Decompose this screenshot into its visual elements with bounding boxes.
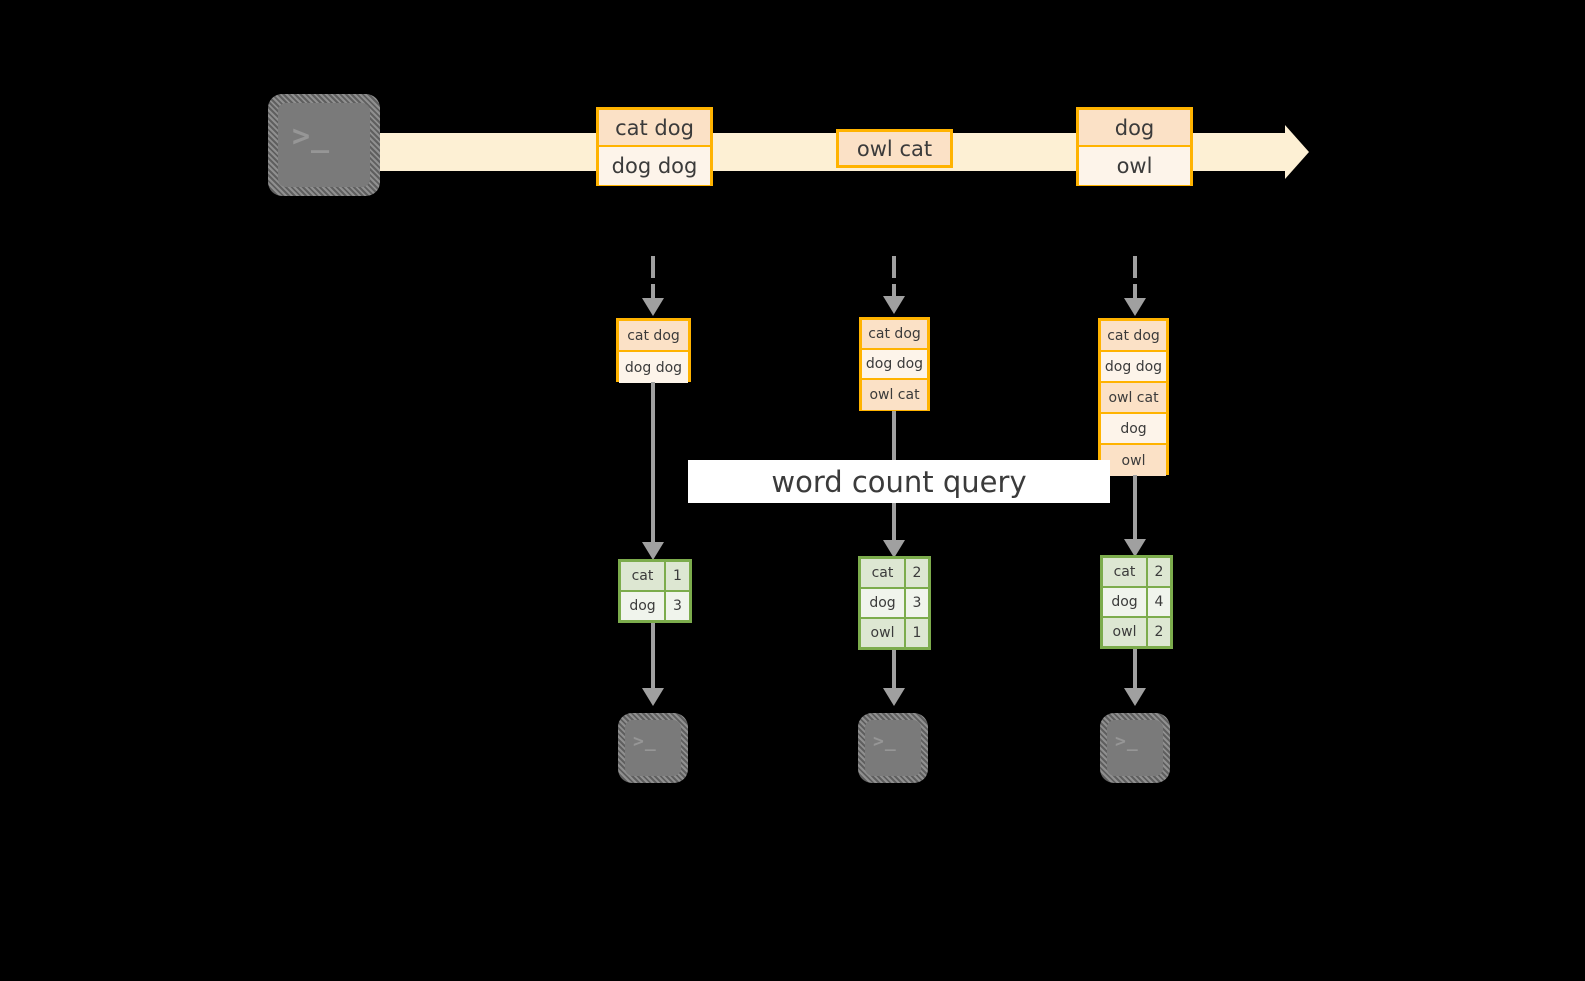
result-word: dog bbox=[621, 592, 666, 620]
accumulated-line: dog bbox=[1101, 414, 1166, 445]
terminal-body bbox=[625, 720, 681, 776]
snapshot-1-dashed-arrowhead bbox=[642, 298, 664, 316]
snapshot-1-dashed-shaft bbox=[651, 284, 655, 300]
accumulated-line: cat dog bbox=[1101, 321, 1166, 352]
result-row: cat 2 bbox=[1103, 558, 1170, 588]
snapshot-3-result-table[interactable]: cat 2 dog 4 owl 2 bbox=[1100, 555, 1173, 649]
source-terminal[interactable]: >_ bbox=[268, 94, 380, 196]
record-line: owl bbox=[1079, 147, 1190, 185]
snapshot-1-sink-arrowhead bbox=[642, 688, 664, 706]
result-count: 3 bbox=[906, 589, 928, 617]
result-word: owl bbox=[1103, 618, 1148, 646]
snapshot-3-query-arrowhead bbox=[1124, 539, 1146, 557]
accumulated-line: dog dog bbox=[619, 352, 688, 383]
snapshot-1-sink-line bbox=[651, 623, 655, 695]
accumulated-line: owl cat bbox=[1101, 383, 1166, 414]
query-label: word count query bbox=[688, 460, 1110, 503]
snapshot-3-sink-line bbox=[1133, 649, 1137, 695]
terminal-body bbox=[865, 720, 921, 776]
result-row: cat 1 bbox=[621, 562, 689, 592]
accumulated-line: owl bbox=[1101, 445, 1166, 476]
snapshot-1-result-table[interactable]: cat 1 dog 3 bbox=[618, 559, 692, 623]
accumulated-line: owl cat bbox=[862, 380, 927, 410]
snapshot-3-dashed-tick bbox=[1133, 256, 1137, 278]
snapshot-3-dashed-shaft bbox=[1133, 284, 1137, 300]
snapshot-2-dashed-arrowhead bbox=[883, 296, 905, 314]
result-row: dog 4 bbox=[1103, 588, 1170, 618]
snapshot-2-accumulated-table[interactable]: cat dog dog dog owl cat bbox=[859, 317, 930, 411]
snapshot-2-query-arrowhead bbox=[883, 540, 905, 558]
snapshot-3-sink-arrowhead bbox=[1124, 688, 1146, 706]
result-word: dog bbox=[1103, 588, 1148, 616]
snapshot-3-query-line bbox=[1133, 475, 1137, 547]
result-word: cat bbox=[861, 559, 906, 587]
stream-record-1[interactable]: cat dog dog dog bbox=[596, 107, 713, 186]
snapshot-1-accumulated-table[interactable]: cat dog dog dog bbox=[616, 318, 691, 383]
snapshot-3-accumulated-table[interactable]: cat dog dog dog owl cat dog owl bbox=[1098, 318, 1169, 476]
result-count: 3 bbox=[666, 592, 689, 620]
record-line: dog dog bbox=[599, 147, 710, 185]
record-line: cat dog bbox=[599, 110, 710, 147]
stream-arrow-head bbox=[1285, 125, 1309, 179]
result-count: 2 bbox=[906, 559, 928, 587]
result-count: 2 bbox=[1148, 618, 1170, 646]
result-row: dog 3 bbox=[861, 589, 928, 619]
accumulated-line: cat dog bbox=[862, 320, 927, 350]
result-row: owl 1 bbox=[861, 619, 928, 647]
record-line: owl cat bbox=[839, 132, 950, 165]
result-word: cat bbox=[1103, 558, 1148, 586]
terminal-body bbox=[1107, 720, 1163, 776]
accumulated-line: dog dog bbox=[1101, 352, 1166, 383]
snapshot-1-dashed-tick bbox=[651, 256, 655, 278]
snapshot-3-dashed-arrowhead bbox=[1124, 298, 1146, 316]
snapshot-1-query-arrowhead bbox=[642, 542, 664, 560]
accumulated-line: dog dog bbox=[862, 350, 927, 380]
snapshot-2-sink-terminal[interactable]: >_ bbox=[858, 713, 928, 783]
snapshot-1-sink-terminal[interactable]: >_ bbox=[618, 713, 688, 783]
stream-record-2[interactable]: owl cat bbox=[836, 129, 953, 168]
result-word: dog bbox=[861, 589, 906, 617]
accumulated-line: cat dog bbox=[619, 321, 688, 352]
snapshot-2-sink-arrowhead bbox=[883, 688, 905, 706]
record-line: dog bbox=[1079, 110, 1190, 147]
snapshot-3-sink-terminal[interactable]: >_ bbox=[1100, 713, 1170, 783]
result-word: cat bbox=[621, 562, 666, 590]
stream-record-3[interactable]: dog owl bbox=[1076, 107, 1193, 186]
result-count: 2 bbox=[1148, 558, 1170, 586]
result-count: 1 bbox=[906, 619, 928, 647]
snapshot-2-sink-line bbox=[892, 650, 896, 695]
snapshot-2-result-table[interactable]: cat 2 dog 3 owl 1 bbox=[858, 556, 931, 650]
result-row: owl 2 bbox=[1103, 618, 1170, 646]
snapshot-2-dashed-tick bbox=[892, 256, 896, 278]
result-row: dog 3 bbox=[621, 592, 689, 620]
snapshot-2-dashed-shaft bbox=[892, 284, 896, 298]
result-row: cat 2 bbox=[861, 559, 928, 589]
terminal-body bbox=[278, 103, 370, 187]
result-count: 1 bbox=[666, 562, 689, 590]
result-word: owl bbox=[861, 619, 906, 647]
snapshot-1-query-line bbox=[651, 382, 655, 550]
result-count: 4 bbox=[1148, 588, 1170, 616]
